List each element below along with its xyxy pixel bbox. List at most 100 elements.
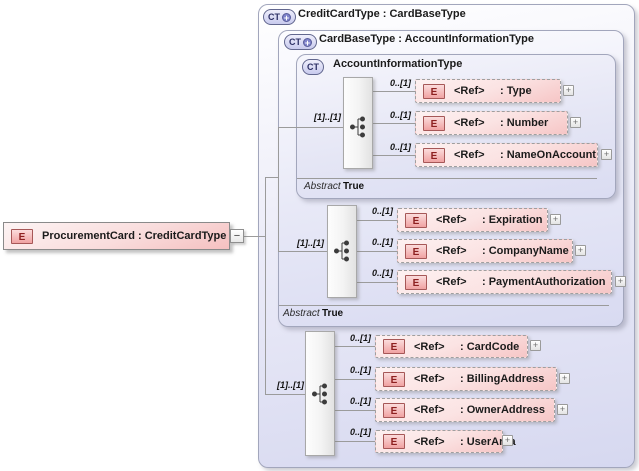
cardinality-label: 0..[1]: [371, 268, 393, 278]
sequence-icon: [312, 383, 327, 405]
cardinality-label: 0..[1]: [349, 396, 371, 406]
derived-plus-icon: +: [303, 37, 312, 48]
divider: [279, 305, 609, 306]
cardinality-label: [1]..[1]: [314, 112, 341, 122]
complextype-plus-icon: CT+: [284, 34, 317, 50]
cardinality-label: 0..[1]: [349, 365, 371, 375]
connector-line: [265, 394, 305, 395]
ct-icon-label: CT: [307, 62, 319, 72]
connector-line: [373, 91, 415, 92]
ref-name: : CardCode: [460, 340, 520, 353]
element-icon: E: [383, 339, 405, 354]
derived-plus-icon: +: [282, 12, 291, 23]
sequence-icon: [334, 240, 349, 262]
connector-line: [373, 123, 415, 124]
connector-line: [265, 177, 266, 395]
ref-name: : Expiration: [482, 214, 543, 226]
connector-line: [278, 127, 279, 252]
type-title-accountinformationtype: AccountInformationType: [333, 58, 463, 70]
element-icon: E: [423, 83, 445, 99]
element-procurementcard[interactable]: E ProcurementCard : CreditCardType: [3, 222, 230, 250]
expand-button[interactable]: +: [563, 85, 574, 96]
ref-prefix: <Ref>: [454, 117, 485, 129]
complextype-icon: CT: [302, 59, 324, 75]
connector-line: [335, 410, 375, 411]
ref-element-userarea[interactable]: E <Ref> : UserArea: [375, 430, 516, 453]
ct-icon-label: CT: [289, 37, 301, 47]
connector-line: [357, 282, 397, 283]
ref-prefix: <Ref>: [436, 214, 467, 226]
abstract-value: True: [343, 181, 365, 192]
connector-line: [373, 155, 415, 156]
expand-button[interactable]: +: [601, 149, 612, 160]
ref-prefix: <Ref>: [436, 276, 467, 288]
ref-element-cardcode[interactable]: E <Ref> : CardCode: [375, 335, 528, 358]
expand-button[interactable]: +: [550, 214, 561, 225]
cardinality-label: 0..[1]: [371, 206, 393, 216]
abstract-label: Abstract: [304, 181, 341, 192]
abstract-label: Abstract: [283, 308, 320, 319]
ref-prefix: <Ref>: [414, 340, 445, 353]
element-icon: E: [405, 212, 427, 228]
cardinality-label: 0..[1]: [389, 142, 411, 152]
element-icon: E: [383, 434, 405, 449]
expand-button[interactable]: +: [615, 276, 626, 287]
expand-button[interactable]: +: [557, 404, 568, 415]
ref-prefix: <Ref>: [414, 404, 445, 416]
ref-element-number[interactable]: E <Ref> : Number: [415, 111, 568, 135]
ref-element-companyname[interactable]: E <Ref> : CompanyName: [397, 239, 573, 263]
complextype-plus-icon: CT+: [263, 9, 296, 25]
ref-name: : CompanyName: [482, 245, 569, 257]
cardinality-label: 0..[1]: [389, 110, 411, 120]
ref-element-paymentauthorization[interactable]: E <Ref> : PaymentAuthorization: [397, 270, 612, 294]
ref-element-owneraddress[interactable]: E <Ref> : OwnerAddress: [375, 398, 555, 422]
expand-button[interactable]: +: [575, 245, 586, 256]
ref-prefix: <Ref>: [436, 245, 467, 257]
cardinality-label: 0..[1]: [349, 333, 371, 343]
connector-line: [357, 251, 397, 252]
ref-prefix: <Ref>: [454, 149, 485, 161]
ref-element-billingaddress[interactable]: E <Ref> : BillingAddress: [375, 367, 557, 391]
ref-name: : PaymentAuthorization: [482, 276, 606, 288]
cardinality-label: [1]..[1]: [277, 380, 304, 390]
type-title-cardbasetype: CardBaseType : AccountInformationType: [319, 33, 534, 45]
divider: [297, 178, 597, 179]
element-label: ProcurementCard : CreditCardType: [42, 230, 227, 242]
ref-element-type[interactable]: E <Ref> : Type: [415, 79, 561, 103]
sequence-icon: [350, 116, 365, 138]
element-icon: E: [383, 402, 405, 418]
connector-line: [357, 220, 397, 221]
collapse-button[interactable]: −: [230, 229, 244, 243]
ref-prefix: <Ref>: [414, 373, 445, 385]
ref-element-nameonaccount[interactable]: E <Ref> : NameOnAccount: [415, 143, 598, 167]
expand-button[interactable]: +: [570, 117, 581, 128]
ref-name: : OwnerAddress: [460, 404, 545, 416]
element-icon: E: [423, 115, 445, 131]
ref-element-expiration[interactable]: E <Ref> : Expiration: [397, 208, 548, 232]
cardinality-label: 0..[1]: [371, 237, 393, 247]
element-icon: E: [383, 371, 405, 387]
connector-line: [335, 346, 375, 347]
type-title-creditcardtype: CreditCardType : CardBaseType: [298, 8, 466, 20]
ref-name: : UserArea: [460, 435, 516, 448]
expand-button[interactable]: +: [559, 373, 570, 384]
expand-button[interactable]: +: [530, 340, 541, 351]
ref-name: : NameOnAccount: [500, 149, 596, 161]
ref-prefix: <Ref>: [414, 435, 445, 448]
connector-line: [265, 177, 279, 178]
cardinality-label: 0..[1]: [389, 78, 411, 88]
element-icon: E: [405, 274, 427, 290]
connector-line: [278, 127, 343, 128]
ref-name: : BillingAddress: [460, 373, 545, 385]
ref-name: : Number: [500, 117, 549, 129]
connector-line: [278, 251, 327, 252]
ref-prefix: <Ref>: [454, 85, 485, 97]
element-icon: E: [11, 228, 33, 244]
element-icon: E: [423, 147, 445, 163]
connector-line: [244, 236, 265, 237]
expand-button[interactable]: +: [502, 435, 513, 446]
ref-name: : Type: [500, 85, 532, 97]
ct-icon-label: CT: [268, 12, 280, 22]
connector-line: [335, 379, 375, 380]
cardinality-label: 0..[1]: [349, 427, 371, 437]
